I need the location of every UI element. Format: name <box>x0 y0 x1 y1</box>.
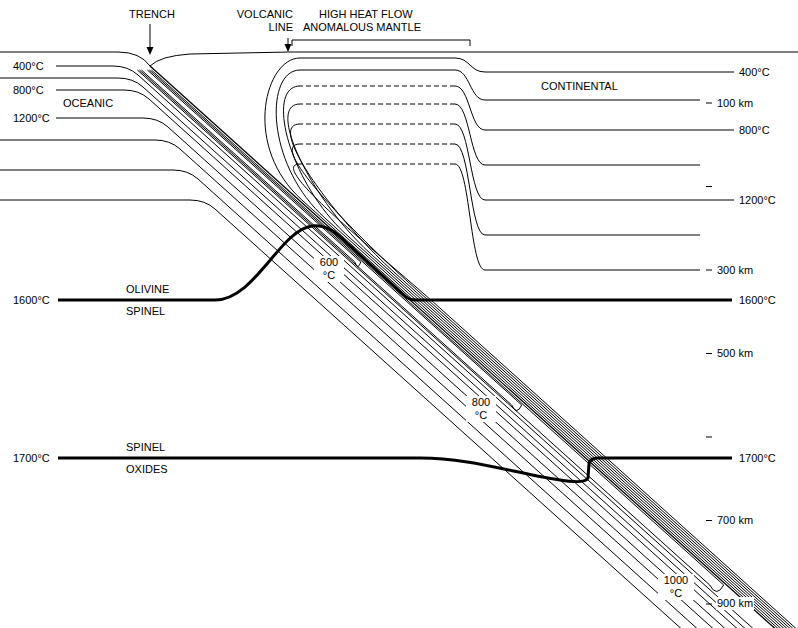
label-holder: 100 km <box>716 97 754 110</box>
isotherm <box>300 58 455 59</box>
label-holder: 800 °C <box>466 396 496 422</box>
isotherm <box>293 164 798 628</box>
isotherm <box>56 118 760 628</box>
isotherm <box>265 58 798 628</box>
isotherm-dashed <box>300 144 455 145</box>
label-holder: 600 °C <box>314 256 344 282</box>
isotherm <box>0 170 732 628</box>
isotherm-dashed <box>300 86 455 87</box>
label-holder: SPINEL <box>125 441 166 454</box>
depth-label: 500 km <box>716 347 754 360</box>
label-holder: 1700°C <box>738 452 777 465</box>
isotherm <box>300 70 455 71</box>
region-label: OCEANIC <box>62 97 114 110</box>
isotherm-tongue <box>137 70 723 592</box>
label-holder: HIGH HEAT FLOW <box>318 8 414 21</box>
label-holder: 1600°C <box>12 294 51 307</box>
label-holder: OXIDES <box>125 463 169 476</box>
region-label: HIGH HEAT FLOW <box>318 8 414 21</box>
isotherm <box>455 70 700 100</box>
depth-label: 100 km <box>716 97 754 110</box>
depth-label: 900 km <box>716 597 754 610</box>
bracket <box>292 40 470 46</box>
isotherm-dashed <box>300 124 455 125</box>
isotherm-tongue <box>141 70 360 267</box>
isotherm <box>56 66 788 628</box>
isotherm <box>276 70 798 628</box>
label-holder: CONTINENTAL <box>540 80 619 93</box>
label-holder: 800°C <box>12 84 45 97</box>
isotherm-label: 800 °C <box>466 396 496 422</box>
phase-label: SPINEL <box>125 305 166 318</box>
isotherm-label: 800°C <box>738 124 771 137</box>
isotherm-label: 1700°C <box>12 452 51 465</box>
label-holder: 500 km <box>716 347 754 360</box>
isotherm <box>284 86 798 628</box>
isotherm-label: 1200°C <box>12 112 51 125</box>
feature-label: TRENCH <box>128 8 176 21</box>
isotherm-label: 400°C <box>12 60 45 73</box>
label-holder: 1000 °C <box>658 574 694 600</box>
label-holder: 300 km <box>716 264 754 277</box>
label-holder: OCEANIC <box>62 97 114 110</box>
label-holder: OLIVINE <box>125 283 170 296</box>
arrowheads <box>147 44 292 55</box>
isotherm <box>455 164 700 270</box>
isotherm <box>288 104 798 628</box>
isotherm <box>0 140 748 628</box>
label-holder: 800°C <box>738 124 771 137</box>
isotherm-label: 1000 °C <box>658 574 694 600</box>
isotherms <box>0 52 798 628</box>
isotherm <box>291 124 798 628</box>
isotherm-dashed <box>300 104 455 105</box>
isotherm <box>0 200 716 628</box>
label-holder: 1600°C <box>738 294 777 307</box>
markers <box>150 24 712 604</box>
label-holder: VOLCANIC LINE <box>228 8 294 34</box>
isotherm <box>455 144 700 235</box>
phase-label: SPINEL <box>125 441 166 454</box>
label-holder: 400°C <box>738 66 771 79</box>
phase-label: OLIVINE <box>125 283 170 296</box>
isotherm-label: 1600°C <box>738 294 777 307</box>
isotherm <box>292 144 798 628</box>
isotherm <box>0 78 780 628</box>
isotherm-label: 1600°C <box>12 294 51 307</box>
isotherm-label: 1200°C <box>738 194 777 207</box>
phase-label: OXIDES <box>125 463 169 476</box>
olivine-spinel-boundary <box>58 226 732 300</box>
depth-label: 300 km <box>716 264 754 277</box>
label-holder: 1700°C <box>12 452 51 465</box>
phase-boundaries <box>58 226 732 482</box>
label-holder: 700 km <box>716 514 754 527</box>
label-holder: 1200°C <box>738 194 777 207</box>
isotherm <box>455 58 734 72</box>
arrowhead <box>285 44 292 52</box>
feature-label: VOLCANIC LINE <box>228 8 294 34</box>
spinel-oxides-boundary <box>58 458 732 482</box>
surface-line <box>0 52 798 66</box>
isotherm-label: 1700°C <box>738 452 777 465</box>
label-holder: 400°C <box>12 60 45 73</box>
depth-ticks <box>706 103 712 604</box>
label-holder: ANOMALOUS MANTLE <box>302 21 422 34</box>
isotherm-dashed <box>300 164 455 165</box>
label-holder: TRENCH <box>128 8 176 21</box>
isotherm-label: 600 °C <box>314 256 344 282</box>
label-holder: 900 km <box>716 597 754 610</box>
label-holder: 1200°C <box>12 112 51 125</box>
isotherm <box>455 104 700 165</box>
isotherm-tongue <box>139 70 521 411</box>
arrowhead <box>147 47 154 55</box>
isotherm <box>455 124 734 200</box>
isotherm-label: 400°C <box>738 66 771 79</box>
region-label: ANOMALOUS MANTLE <box>302 21 422 34</box>
isotherm-label: 800°C <box>12 84 45 97</box>
depth-label: 700 km <box>716 514 754 527</box>
label-holder: SPINEL <box>125 305 166 318</box>
region-label: CONTINENTAL <box>540 80 619 93</box>
trench-arrow <box>150 24 151 49</box>
